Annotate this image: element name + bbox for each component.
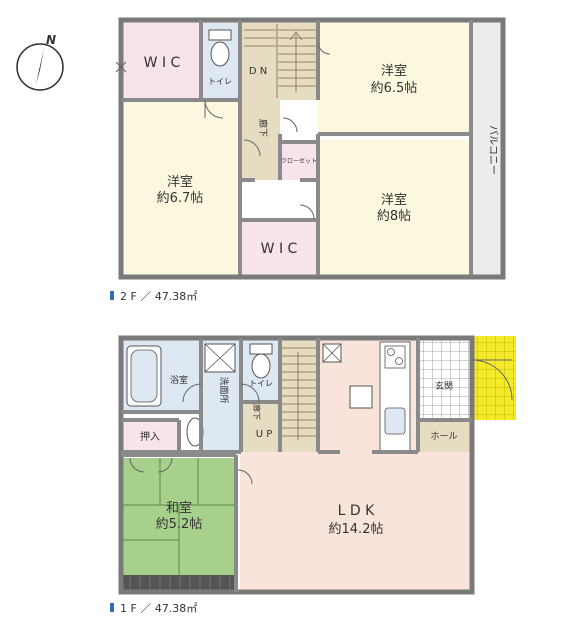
wall-2f-interior xyxy=(121,20,473,275)
toilet-2f-fixture-icon xyxy=(208,29,232,67)
doors-2f xyxy=(115,41,331,220)
compass-needle-icon xyxy=(36,48,44,84)
washitsu-sill-lines xyxy=(129,576,231,589)
label-2f-bedroom-w-name: 洋室 xyxy=(167,174,193,190)
ldk-vent-icon xyxy=(322,343,342,363)
washitsu-sill xyxy=(123,575,235,590)
room-2f-stair xyxy=(240,22,318,100)
compass: N xyxy=(16,33,64,91)
wall-2f-outer xyxy=(118,17,506,280)
label-2f-stair-dn: D N xyxy=(249,66,267,77)
room-2f-bedroom-se xyxy=(318,140,471,275)
room-2f-bedroom-ne xyxy=(318,22,471,134)
label-1f-bath: 浴室 xyxy=(170,374,188,386)
floor-2: W I C トイレ D N 廊下 クローゼット 洋室 約6.5帖 洋室 約6.7… xyxy=(110,17,506,303)
floor-1: 浴室 洗面所 トイレ 廊下 U P 押入 玄関 ホール 和室 約5.2帖 L D… xyxy=(110,335,516,615)
stove-burner-icon xyxy=(395,357,403,365)
room-1f-entrance xyxy=(418,340,470,420)
label-1f-washitsu-name: 和室 xyxy=(166,500,192,516)
label-1f-washroom: 洗面所 xyxy=(218,376,230,403)
label-1f-toilet: トイレ xyxy=(249,379,273,388)
label-2f-toilet: トイレ xyxy=(208,77,232,86)
kitchen-island-icon xyxy=(349,385,373,409)
caption-2f: 2 F ／ 47.38㎡ xyxy=(120,290,197,303)
stair-1f-treads xyxy=(282,347,316,440)
doors-1f xyxy=(129,359,513,485)
label-2f-balcony: バルコニー xyxy=(487,125,499,175)
room-2f-wic-left xyxy=(123,22,201,100)
room-2f-hall-white xyxy=(240,180,318,220)
tatami-lines xyxy=(123,458,235,575)
room-1f-ldk xyxy=(240,452,470,590)
label-1f-entrance: 玄関 xyxy=(435,380,453,392)
label-1f-ldk-size: 約14.2帖 xyxy=(329,522,384,537)
label-2f-closet: クローゼット xyxy=(281,157,317,165)
porch-1f xyxy=(474,336,516,420)
stair-2f-treads xyxy=(244,24,316,98)
room-2f-wic-bottom xyxy=(240,220,318,275)
room-1f-hall xyxy=(418,420,470,452)
caption-1f-marker xyxy=(110,603,114,612)
room-1f-corridor xyxy=(241,402,280,452)
label-2f-corridor: 廊下 xyxy=(257,119,269,137)
label-1f-corridor: 廊下 xyxy=(252,404,262,420)
label-2f-bedroom-ne-size: 約6.5帖 xyxy=(371,81,418,96)
label-2f-wic-left: W I C xyxy=(144,55,181,71)
label-1f-washitsu-size: 約5.2帖 xyxy=(156,517,203,532)
label-1f-hall: ホール xyxy=(430,431,457,442)
label-1f-ldk-name: L D K xyxy=(338,503,375,519)
compass-ring xyxy=(16,43,64,91)
stove-burner-icon xyxy=(387,348,395,356)
caption-2f-marker xyxy=(110,291,114,300)
wall-1f-interior xyxy=(121,338,472,592)
label-2f-bedroom-w-size: 約6.7帖 xyxy=(157,191,204,206)
caption-1f: 1 F ／ 47.38㎡ xyxy=(120,602,197,615)
toilet-1f-fixture-icon xyxy=(249,343,273,379)
compass-north-label: N xyxy=(46,33,56,47)
wall-1f-outer xyxy=(118,335,475,595)
kitchen-counter xyxy=(379,341,411,453)
room-2f-closet xyxy=(280,142,318,180)
label-1f-stair-up: U P xyxy=(256,429,273,440)
room-2f-bedroom-w xyxy=(123,100,238,275)
bathtub-icon xyxy=(126,345,162,407)
washroom-washer-icon xyxy=(204,343,236,373)
label-2f-wic-bottom: W I C xyxy=(261,241,298,257)
label-1f-storage: 押入 xyxy=(140,430,160,443)
label-2f-bedroom-se-name: 洋室 xyxy=(381,192,407,208)
label-2f-bedroom-ne-name: 洋室 xyxy=(381,63,407,79)
label-2f-bedroom-se-size: 約8帖 xyxy=(377,209,411,224)
room-1f-storage xyxy=(123,420,179,452)
room-2f-balcony xyxy=(471,22,501,275)
kitchen-sink-icon xyxy=(384,407,406,435)
